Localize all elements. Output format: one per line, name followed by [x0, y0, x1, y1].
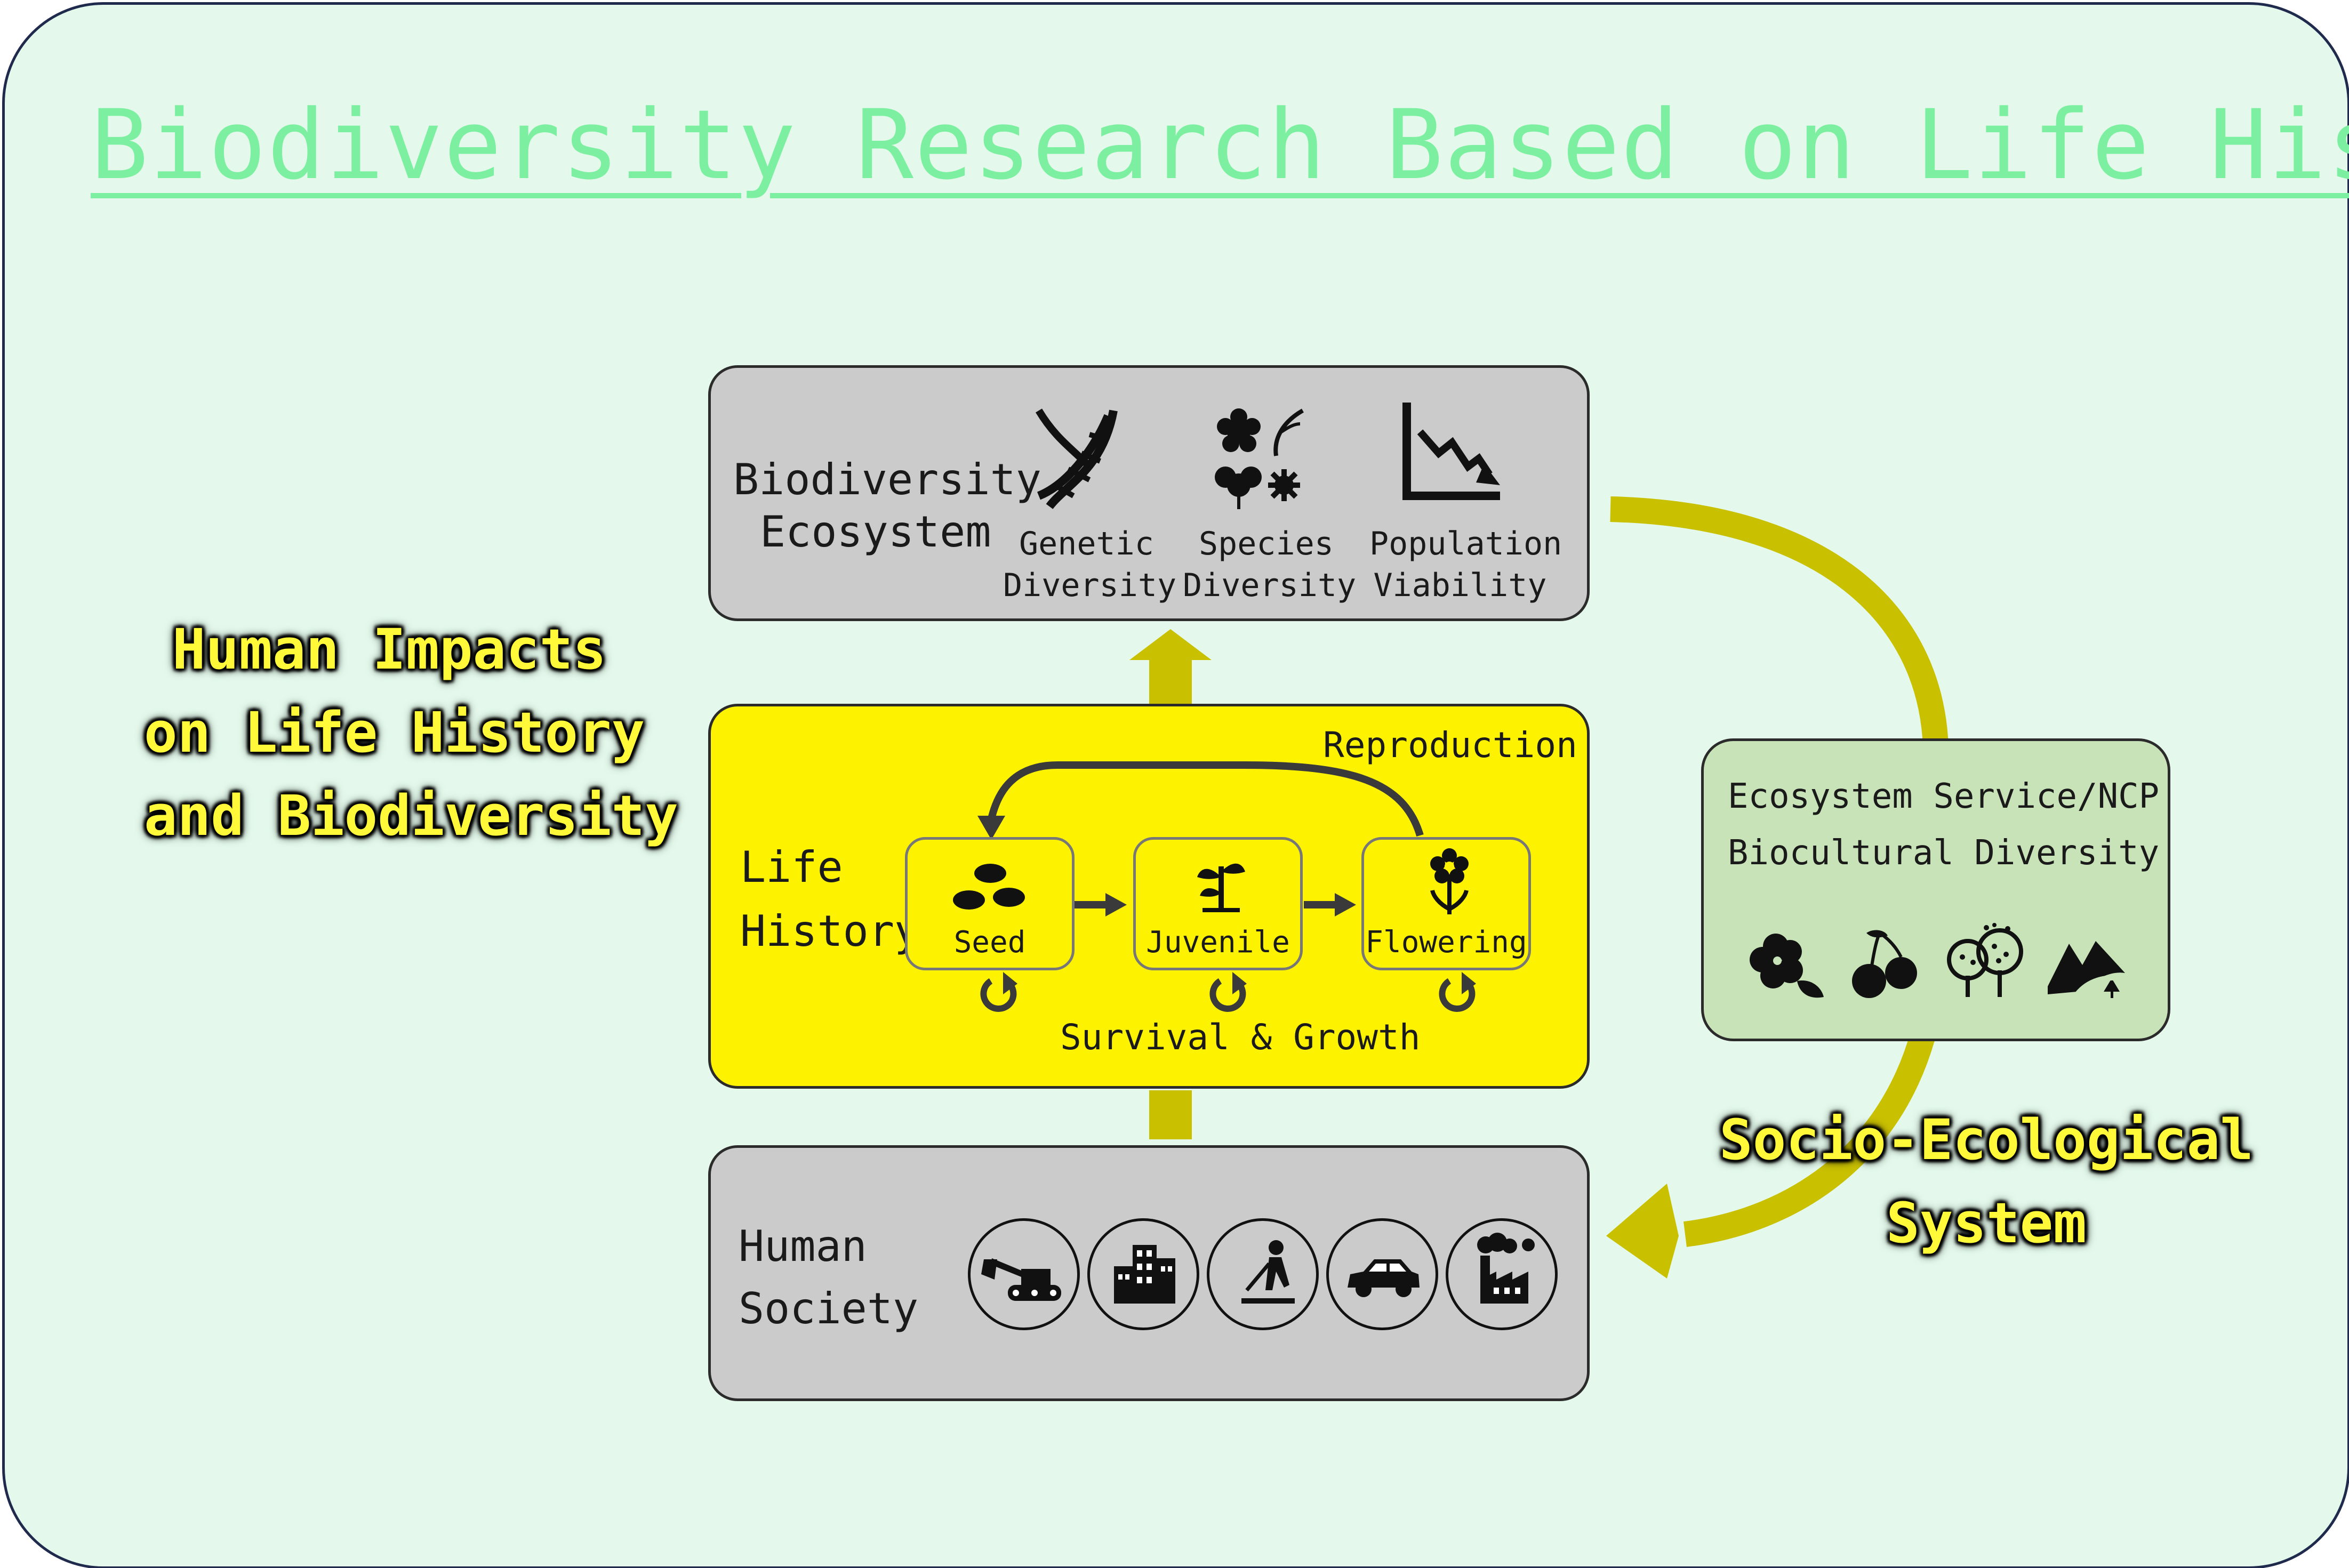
- sprout-icon: [1197, 863, 1245, 912]
- genetic-diversity-label: Diversity: [1003, 567, 1177, 604]
- seeds-icon: [953, 864, 1025, 910]
- society-label: Society: [739, 1284, 919, 1333]
- human-impacts-label: Human Impacts on Life History and Biodiv…: [144, 608, 678, 857]
- biodiversity-box: Biodiversity Ecosystem Genetic Diversity: [708, 365, 1590, 621]
- life-cycle-arrows: [977, 761, 1476, 1012]
- viability-label: Viability: [1373, 567, 1547, 604]
- declining-chart-icon: [1402, 403, 1500, 500]
- human-impacts-line1: Human Impacts: [172, 617, 606, 682]
- species-diversity-label: Diversity: [1183, 567, 1357, 604]
- species-label: Species: [1199, 525, 1334, 562]
- landscape-icon: [2048, 941, 2128, 998]
- juvenile-survival-loop: [1209, 978, 1246, 1012]
- buildings-icon: [1087, 1218, 1199, 1330]
- cherries-icon: [1852, 930, 1917, 998]
- stage-flowering: Flowering: [1361, 837, 1531, 970]
- human-impacts-line2: on Life History: [144, 700, 645, 765]
- flower-icon: [1430, 848, 1469, 914]
- population-label: Population: [1369, 525, 1562, 562]
- juvenile-label: Juvenile: [1146, 925, 1290, 960]
- genetic-label: Genetic: [1019, 525, 1154, 562]
- life-label: Life: [740, 842, 843, 892]
- seed-survival-loop: [980, 978, 1017, 1012]
- survival-growth-label: Survival & Growth: [1060, 1017, 1421, 1058]
- flowers-icon: [1215, 408, 1304, 509]
- socio-ecological-line2: System: [1886, 1191, 2087, 1256]
- factory-icon: [1446, 1218, 1558, 1330]
- up-arrow-shaft-bottom: [1149, 1090, 1192, 1139]
- human-label: Human: [739, 1221, 867, 1271]
- life-history-box: Life History Reproduction Survival & Gro…: [708, 704, 1590, 1089]
- stage-seed: Seed: [905, 837, 1075, 970]
- cycle-arrowhead: [1606, 1184, 1679, 1278]
- human-society-box: Human Society: [708, 1145, 1590, 1401]
- reproduction-label: Reproduction: [1323, 725, 1577, 766]
- up-arrow-shaft-top: [1149, 656, 1192, 705]
- page-title: Biodiversity Research Based on Life Hist…: [91, 90, 2349, 201]
- seed-label: Seed: [953, 925, 1026, 960]
- up-arrow-head: [1129, 629, 1212, 660]
- ecosystem-label: Ecosystem: [760, 507, 991, 557]
- history-label: History: [740, 906, 920, 956]
- socio-ecological-label: Socio-Ecological System: [1706, 1098, 2266, 1265]
- ecosystem-service-box: Ecosystem Service/NCP Biocultural Divers…: [1701, 738, 2170, 1041]
- farmer-icon: [1207, 1218, 1319, 1330]
- hibiscus-icon: [1750, 934, 1824, 998]
- flowering-survival-loop: [1439, 978, 1476, 1012]
- excavator-icon: [968, 1218, 1080, 1330]
- car-icon: [1326, 1218, 1438, 1330]
- ecosystem-service-label: Ecosystem Service/NCP: [1728, 777, 2160, 816]
- reproduction-arrowhead: [977, 816, 1005, 840]
- dna-icon: [1035, 408, 1118, 509]
- socio-ecological-line1: Socio-Ecological: [1719, 1107, 2254, 1172]
- biodiversity-label: Biodiversity: [733, 455, 1041, 504]
- trees-icon: [1947, 923, 2023, 997]
- stage-juvenile: Juvenile: [1133, 837, 1303, 970]
- human-impacts-line3: and Biodiversity: [144, 783, 678, 848]
- flowering-label: Flowering: [1365, 925, 1527, 960]
- biocultural-diversity-label: Biocultural Diversity: [1728, 833, 2160, 873]
